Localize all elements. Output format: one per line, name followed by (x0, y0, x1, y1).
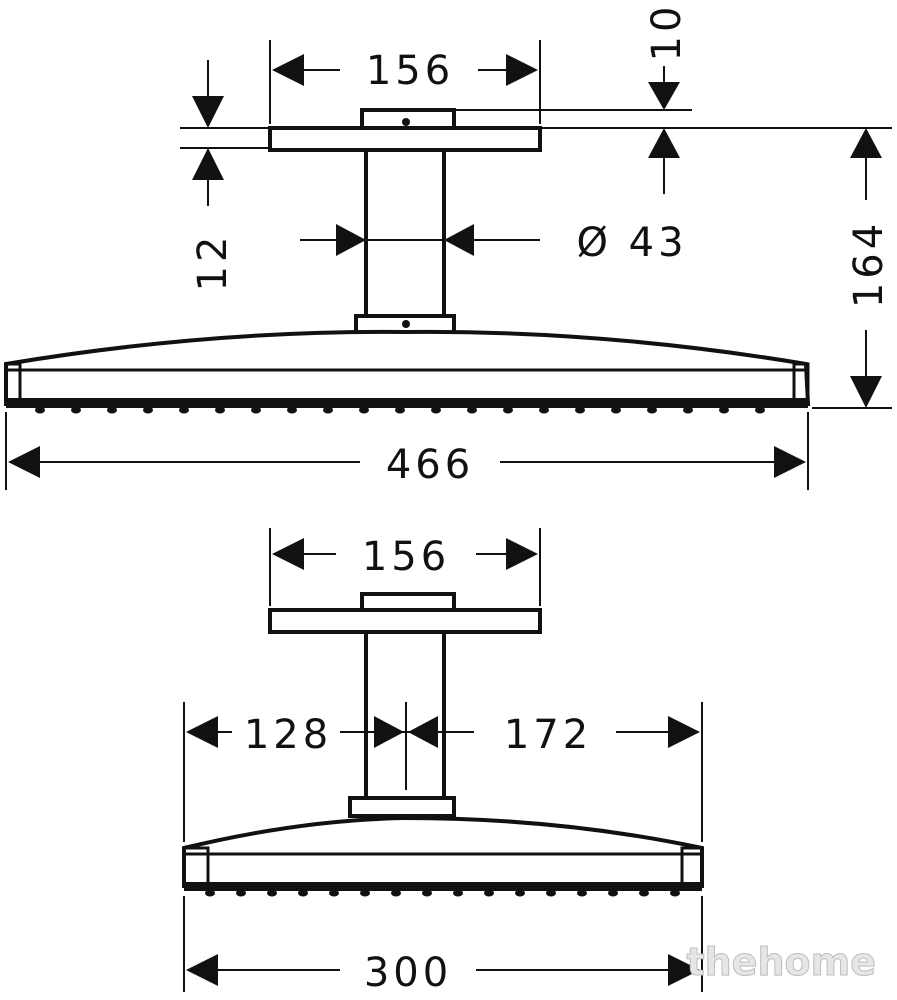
top-head-body (4, 329, 811, 406)
nozzle (205, 889, 215, 897)
nozzle (467, 406, 477, 414)
dim-bottom-head-width-label: 300 (364, 950, 452, 996)
bottom-view: 156 128 172 300 (182, 528, 704, 996)
nozzle (360, 889, 370, 897)
nozzle (422, 889, 432, 897)
top-nozzles (35, 406, 765, 414)
nozzle (298, 889, 308, 897)
dim-top-arm-diameter-label: Ø 43 (576, 220, 687, 266)
nozzle (453, 889, 463, 897)
nozzle (251, 406, 261, 414)
top-view: 156 12 10 Ø 43 (4, 3, 892, 490)
nozzle (215, 406, 225, 414)
watermark-logo: thehome (686, 940, 876, 984)
nozzle (143, 406, 153, 414)
dim-bottom-offsets: 128 172 (183, 702, 703, 842)
nozzle (683, 406, 693, 414)
nozzle (35, 406, 45, 414)
nozzle (575, 406, 585, 414)
dim-top-mount-width: 156 (269, 40, 541, 124)
nozzle (515, 889, 525, 897)
nozzle (71, 406, 81, 414)
dim-bottom-head-width: 300 (183, 896, 703, 996)
nozzle (287, 406, 297, 414)
nozzle (484, 889, 494, 897)
dim-top-plate-thickness: 12 (180, 60, 268, 291)
nozzle (359, 406, 369, 414)
dim-bottom-right-offset-label: 172 (504, 712, 592, 758)
bottom-nozzles (205, 889, 680, 897)
nozzle (323, 406, 333, 414)
nozzle (179, 406, 189, 414)
nozzle (236, 889, 246, 897)
dim-bottom-mount-width: 156 (269, 528, 541, 606)
top-connector-screw (402, 118, 410, 126)
dim-top-plate-thickness-label: 12 (190, 233, 236, 292)
nozzle (546, 889, 556, 897)
nozzle (608, 889, 618, 897)
nozzle (391, 889, 401, 897)
nozzle (639, 889, 649, 897)
nozzle (107, 406, 117, 414)
bottom-collar (348, 796, 456, 818)
top-arm (364, 148, 446, 320)
dim-top-mount-width-label: 156 (366, 48, 454, 94)
bottom-head-body (182, 815, 704, 888)
nozzle (611, 406, 621, 414)
bottom-mount-plate (268, 608, 542, 634)
dim-top-total-height-label: 164 (846, 220, 892, 308)
nozzle (755, 406, 765, 414)
top-mount-plate (268, 126, 542, 152)
nozzle (503, 406, 513, 414)
dim-top-head-width-label: 466 (386, 442, 474, 488)
dim-top-connector-height-label: 10 (644, 3, 690, 62)
dim-top-connector-height: 10 (456, 3, 892, 194)
nozzle (431, 406, 441, 414)
top-head-base (6, 398, 808, 408)
nozzle (395, 406, 405, 414)
dim-top-head-width: 466 (5, 412, 809, 490)
nozzle (577, 889, 587, 897)
top-collar-screw (402, 320, 410, 328)
nozzle (329, 889, 339, 897)
bottom-connector-block (360, 592, 456, 612)
dim-top-total-height: 164 (812, 128, 892, 409)
dim-top-arm-diameter: Ø 43 (300, 220, 687, 266)
bottom-head-base (184, 882, 702, 891)
nozzle (670, 889, 680, 897)
nozzle (267, 889, 277, 897)
nozzle (719, 406, 729, 414)
nozzle (539, 406, 549, 414)
nozzle (647, 406, 657, 414)
dim-bottom-mount-width-label: 156 (362, 534, 450, 580)
dim-bottom-left-offset-label: 128 (244, 712, 332, 758)
